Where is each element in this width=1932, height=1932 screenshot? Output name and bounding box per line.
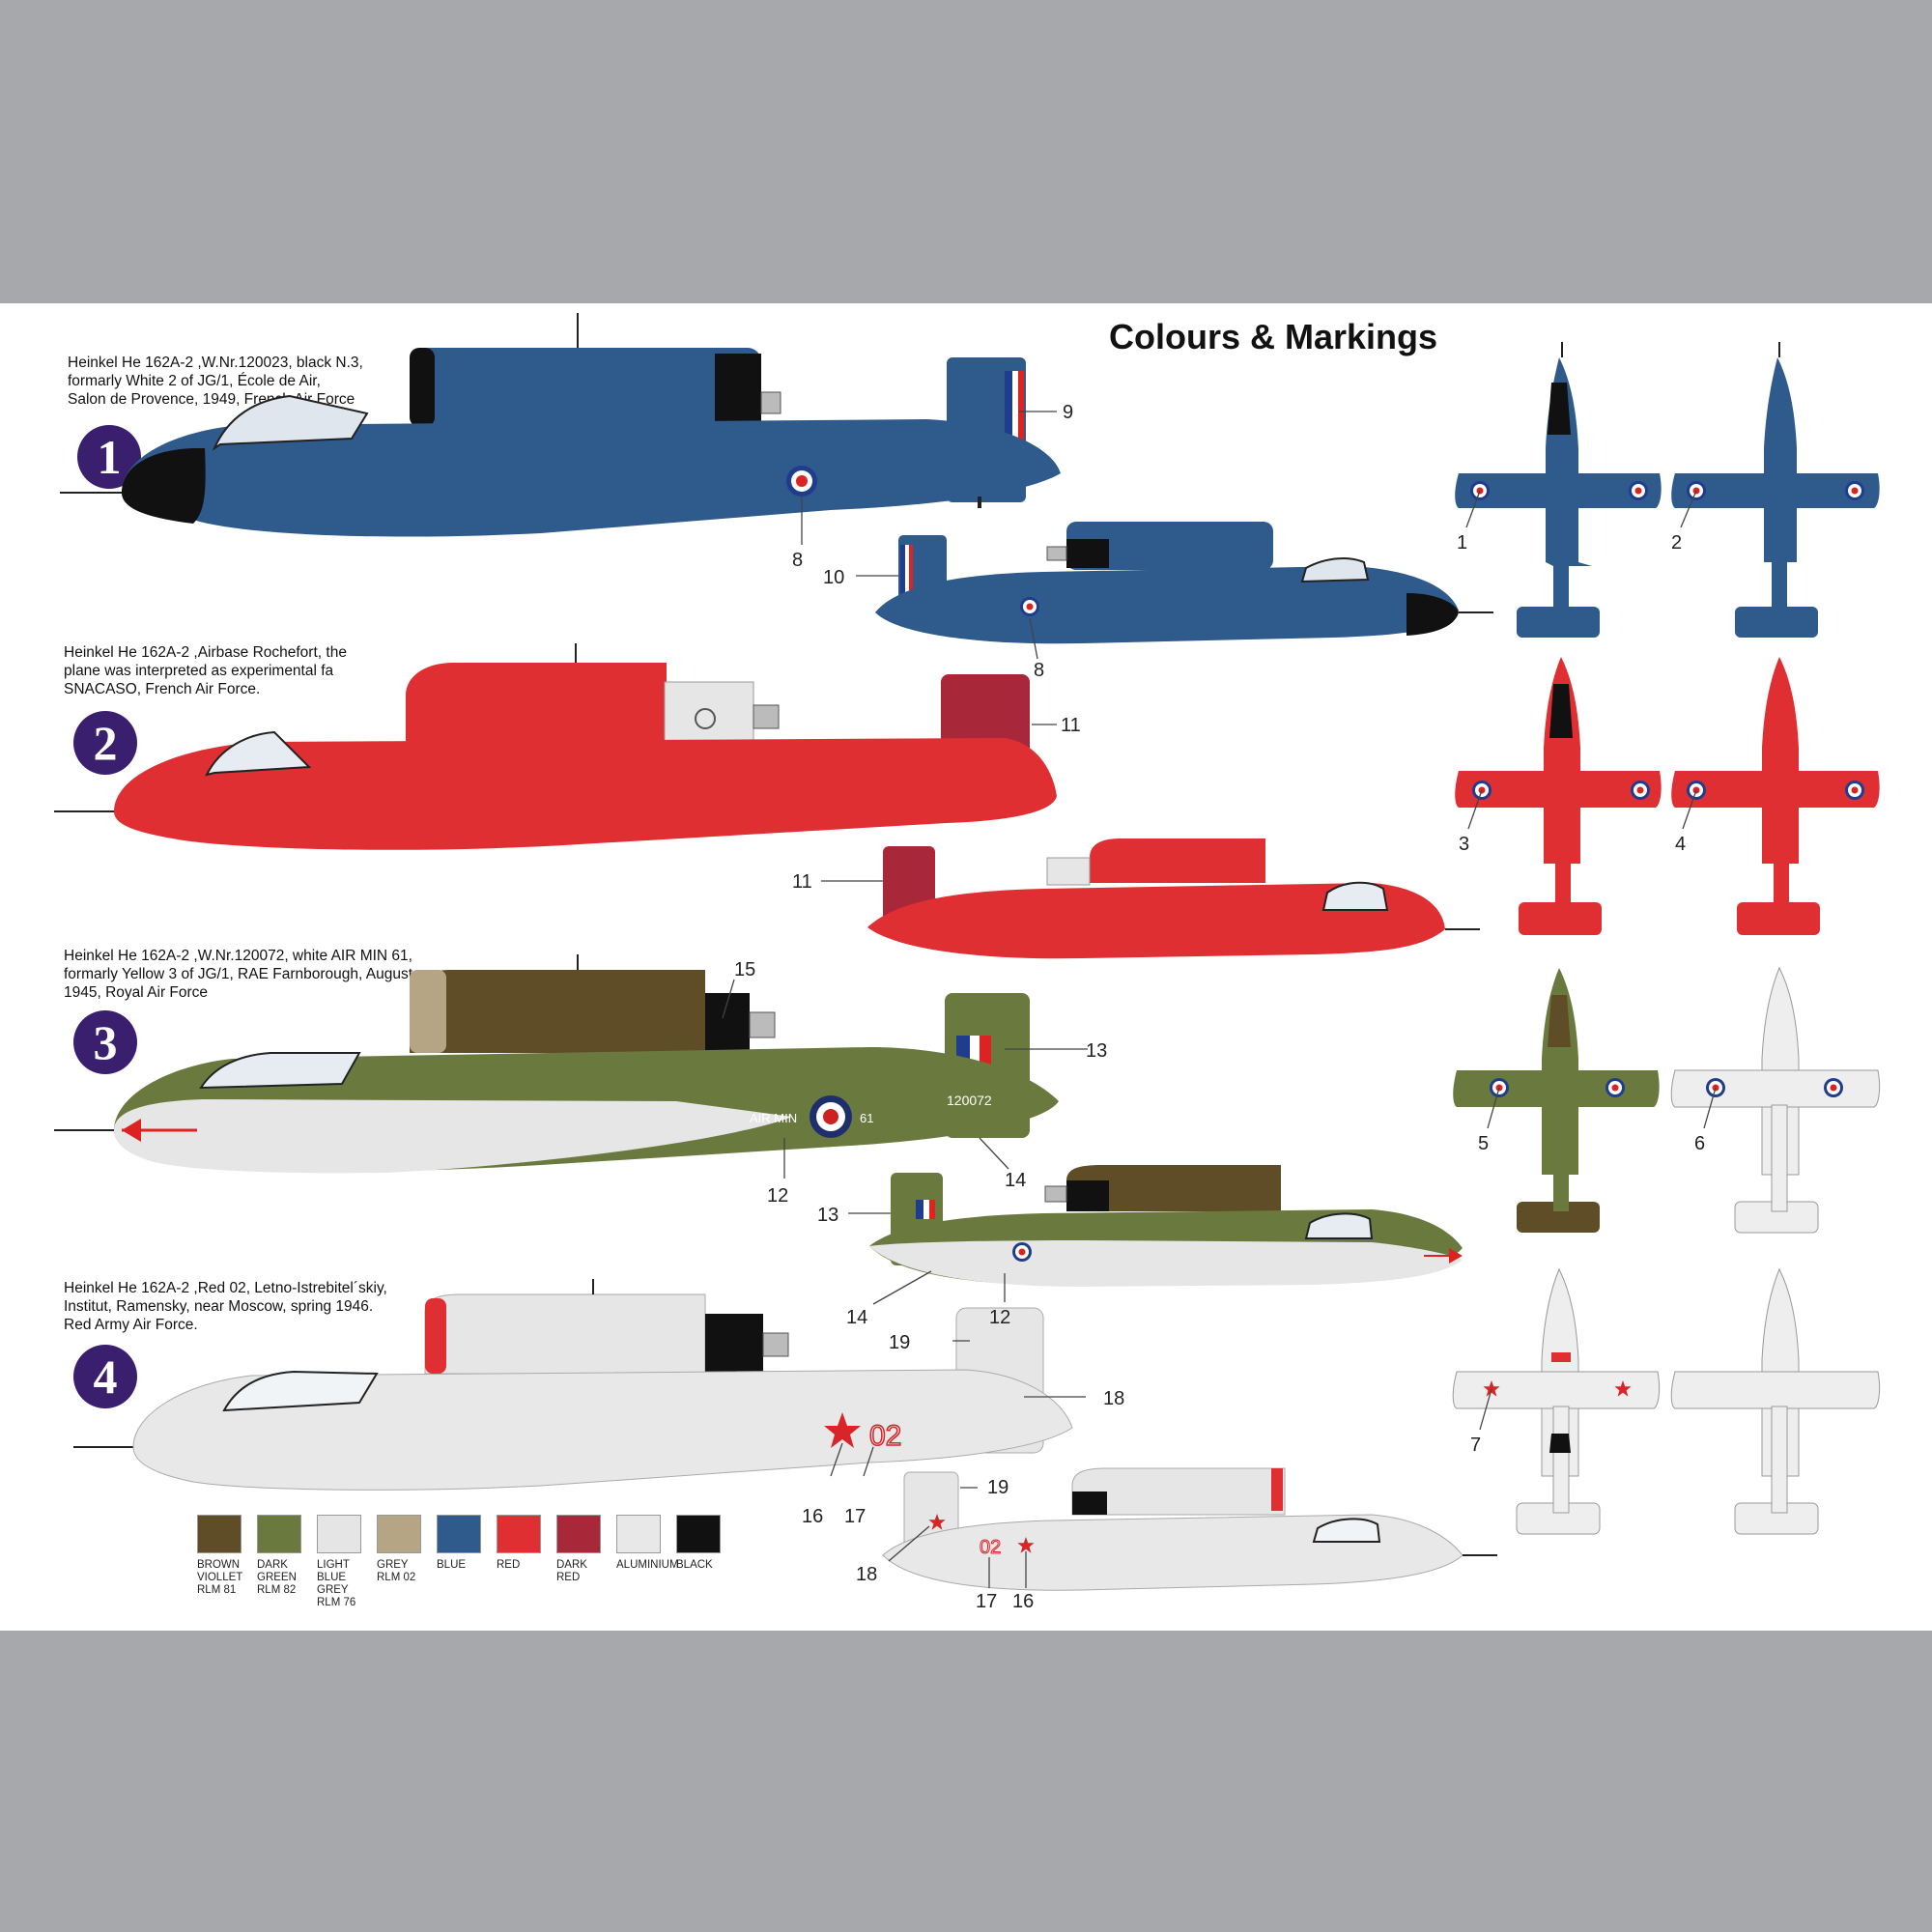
swatch (556, 1515, 601, 1553)
callout-15: 15 (734, 959, 755, 980)
swatch (257, 1515, 301, 1553)
swatch (317, 1515, 361, 1553)
scheme-2-side-view-right (867, 838, 1480, 959)
scheme-4-description: Heinkel He 162A-2 ,Red 02, Letno-Istrebi… (64, 1280, 387, 1333)
scheme-2-description: Heinkel He 162A-2 ,Airbase Rochefort, th… (64, 644, 347, 697)
callout-17a: 17 (844, 1506, 866, 1527)
legend-red: RED (497, 1515, 556, 1609)
scheme-3-side-view: AIR MIN 61 120072 (54, 954, 1059, 1174)
callout-10: 10 (823, 567, 844, 588)
callout-5: 5 (1478, 1133, 1489, 1154)
swatch (197, 1515, 242, 1553)
callout-1: 1 (1457, 532, 1467, 554)
callout-12b: 12 (989, 1307, 1010, 1328)
scheme-3-badge: 3 (73, 1010, 137, 1074)
callout-17b: 17 (976, 1591, 997, 1612)
callout-11a: 11 (1061, 715, 1081, 736)
swatch (676, 1515, 721, 1553)
callout-16a: 16 (802, 1506, 823, 1527)
red-02-marking: 02 (869, 1420, 901, 1452)
scheme-4-side-view: 02 (73, 1279, 1073, 1491)
callout-8a: 8 (792, 550, 803, 571)
callout-12a: 12 (767, 1185, 788, 1207)
plan-view-1-top (1455, 342, 1662, 638)
callout-7: 7 (1470, 1435, 1481, 1456)
sixty-one-marking: 61 (860, 1111, 873, 1125)
scheme-4-badge: 4 (73, 1345, 137, 1408)
swatch (497, 1515, 541, 1553)
scheme-1-side-view-right (875, 522, 1493, 644)
red-02-marking-small: 02 (980, 1537, 1001, 1558)
scheme-1-badge: 1 (77, 425, 141, 489)
scheme-3-description: Heinkel He 162A-2 ,W.Nr.120072, white AI… (64, 948, 412, 1001)
swatch (616, 1515, 661, 1553)
callout-19b: 19 (987, 1477, 1009, 1498)
color-sheet: Colours & Markings Heinkel He 162A-2 ,W.… (0, 303, 1932, 1631)
callout-16b: 16 (1012, 1591, 1034, 1612)
legend-blue: BLUE (437, 1515, 497, 1609)
callout-8b: 8 (1034, 660, 1044, 681)
plan-view-6-bottom (1670, 966, 1881, 1234)
scheme-4-side-view-right: 02 (882, 1467, 1497, 1591)
plan-view-5-top (1453, 968, 1660, 1233)
callout-14a: 14 (1005, 1170, 1026, 1191)
callout-14b: 14 (846, 1307, 867, 1328)
swatch (437, 1515, 481, 1553)
legend-black: BLACK (676, 1515, 736, 1609)
callout-11b: 11 (792, 871, 812, 893)
callout-18a: 18 (1103, 1388, 1124, 1409)
callout-6: 6 (1694, 1133, 1705, 1154)
serial-marking: 120072 (947, 1093, 992, 1108)
air-min-marking: AIR MIN (750, 1111, 797, 1125)
plan-view-7-top (1452, 1267, 1661, 1535)
callout-13b: 13 (817, 1205, 838, 1226)
callout-3: 3 (1459, 834, 1469, 855)
callout-13a: 13 (1086, 1040, 1107, 1062)
page-title: Colours & Markings (1109, 317, 1438, 356)
scheme-3-side-view-right (869, 1165, 1463, 1287)
callout-18b: 18 (856, 1564, 877, 1585)
aircraft-artwork: AIR MIN 61 120072 (54, 313, 1881, 1612)
callout-4: 4 (1675, 834, 1686, 855)
scheme-2-badge: 2 (73, 711, 137, 775)
callout-lines (722, 411, 1717, 1588)
plan-view-8-bottom (1670, 1267, 1881, 1535)
plan-view-4-bottom (1671, 657, 1880, 935)
callout-2: 2 (1671, 532, 1682, 554)
callout-9: 9 (1063, 402, 1073, 423)
callout-19a: 19 (889, 1332, 910, 1353)
scheme-1-side-view (60, 313, 1061, 537)
scheme-2-side-view (54, 643, 1057, 850)
legend-aluminium: ALUMINIUM (616, 1515, 679, 1609)
callout-numbers: 1 2 3 4 5 6 7 8 8 9 10 11 11 12 12 13 13… (734, 402, 1705, 1612)
plan-view-3-top (1455, 657, 1662, 935)
plan-view-2-bottom (1671, 342, 1880, 638)
swatch (377, 1515, 421, 1553)
